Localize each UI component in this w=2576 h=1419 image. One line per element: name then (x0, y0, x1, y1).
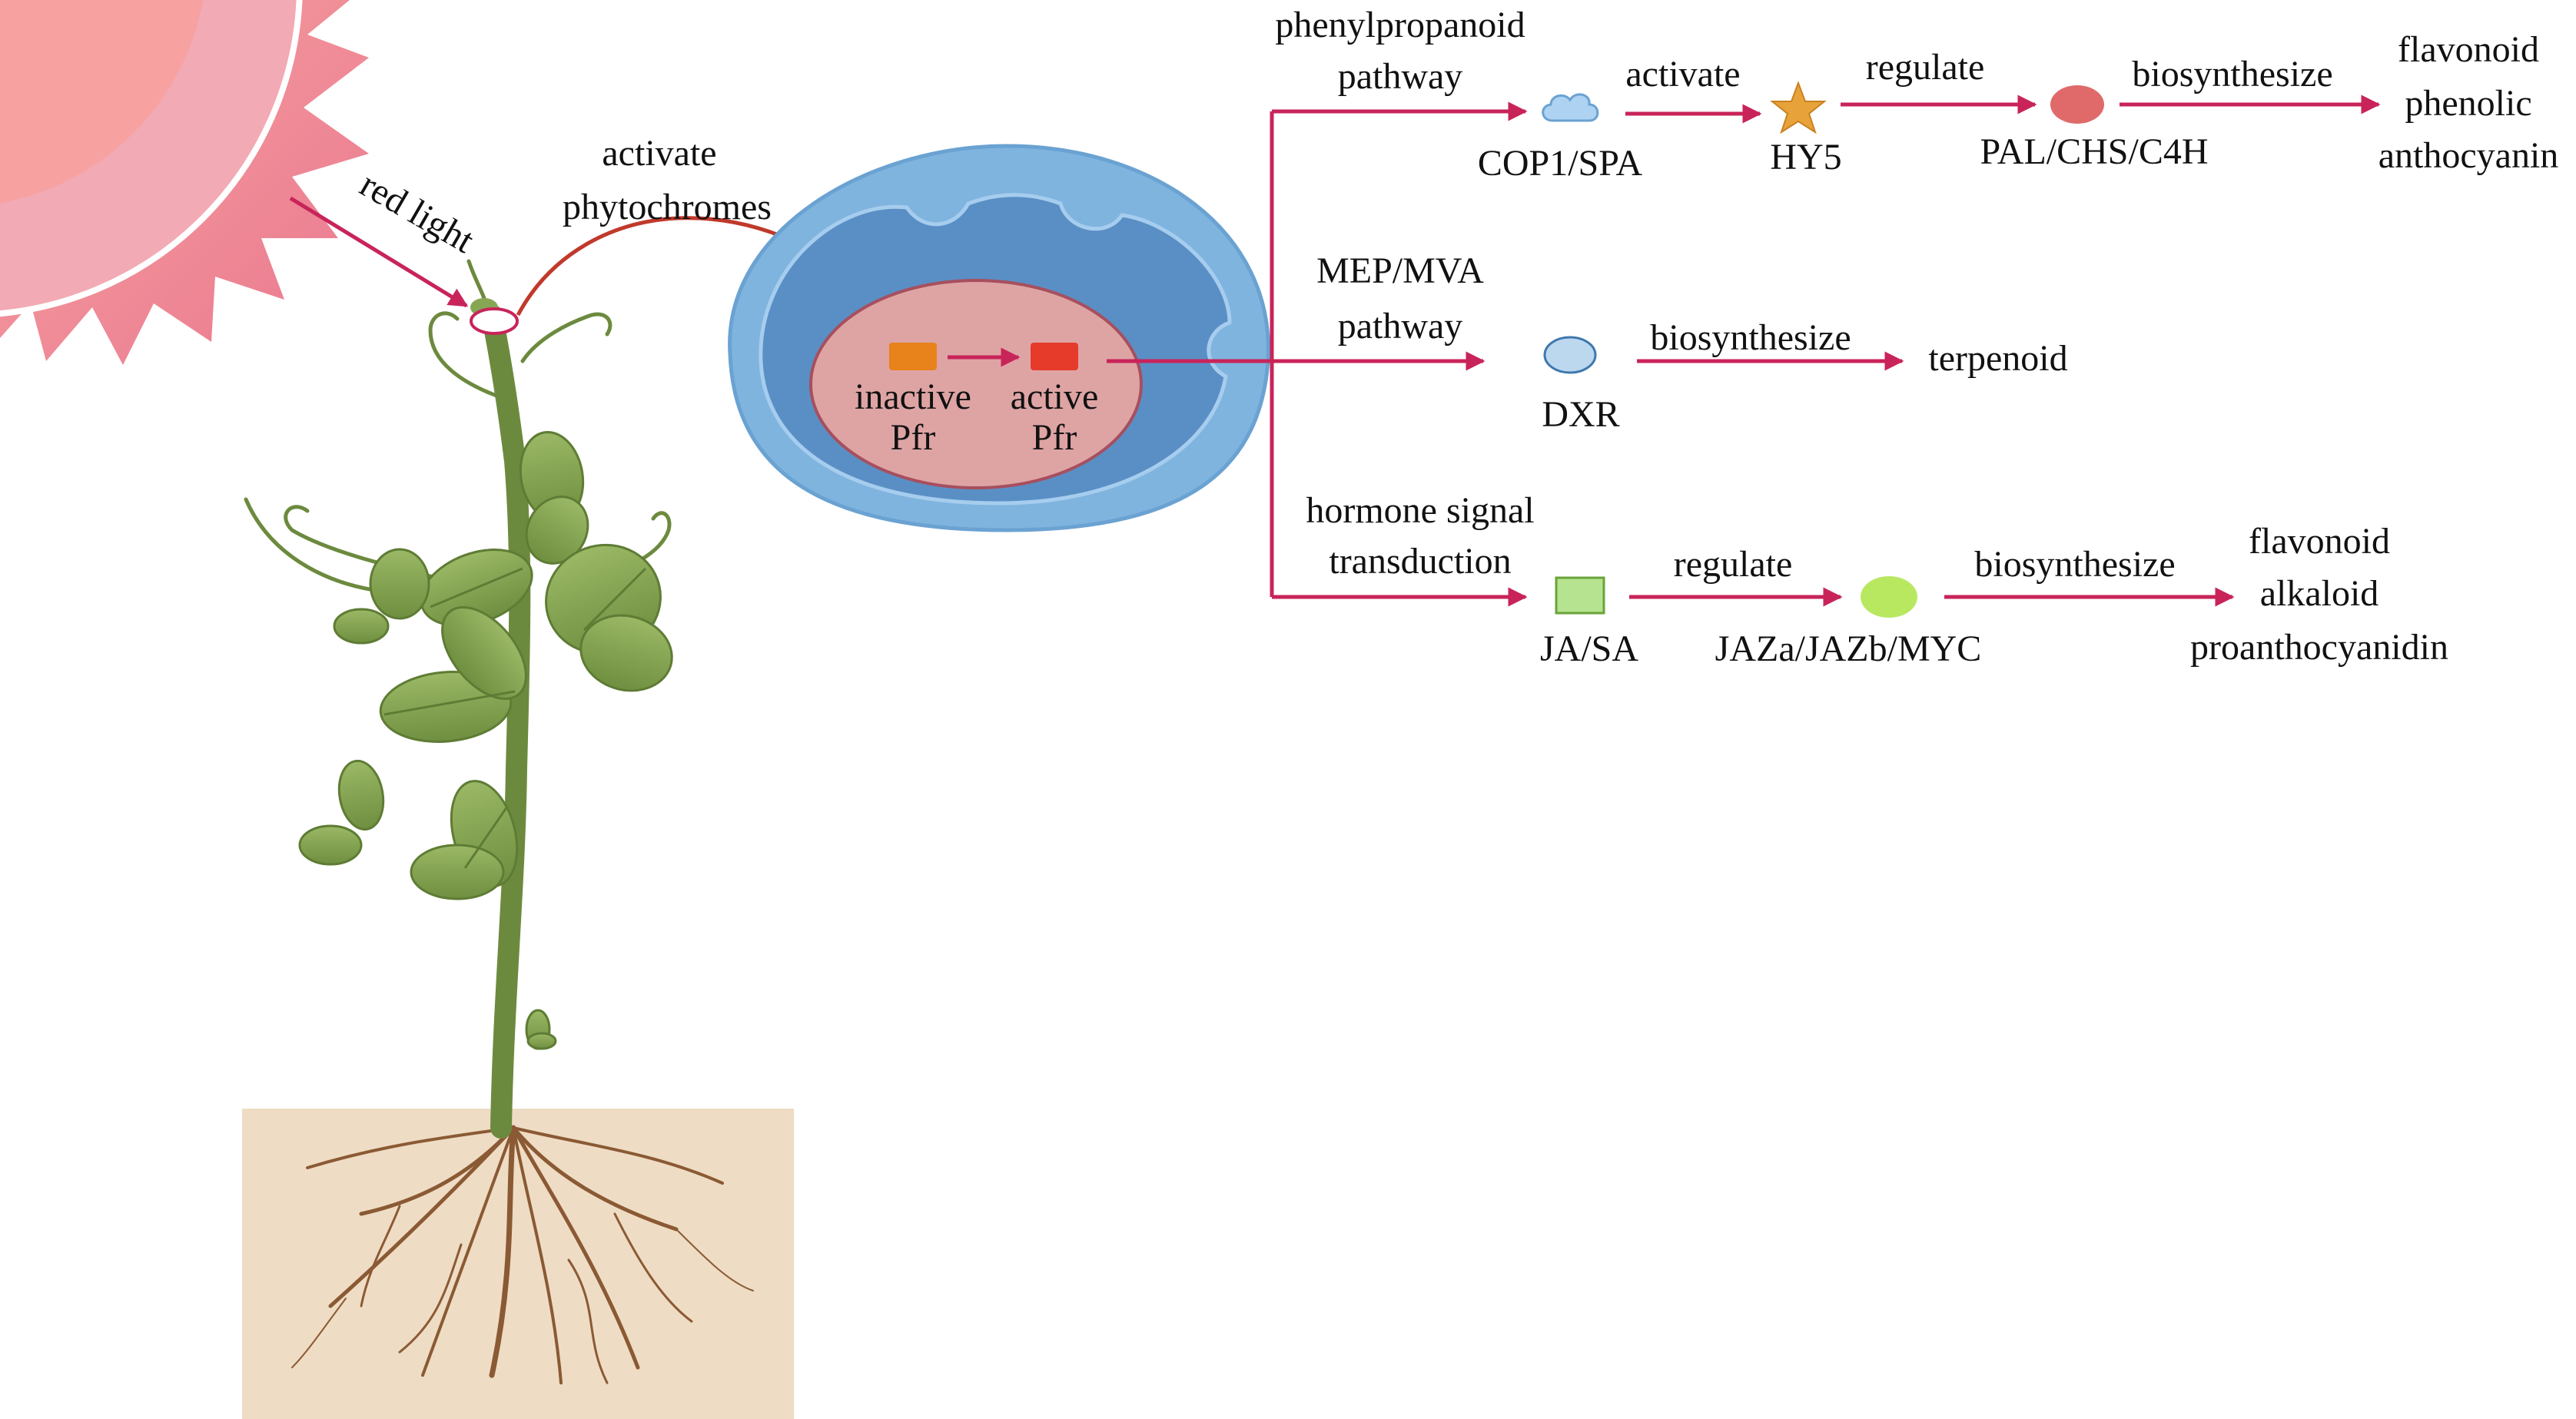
phenylpropanoid-pathway: phenylpropanoid pathway COP1/SPA activat… (1275, 5, 2558, 184)
roots (291, 1125, 754, 1384)
phenylpropanoid-title-line2: pathway (1338, 56, 1463, 97)
red-light-arrow (289, 196, 469, 308)
product-terpenoid: terpenoid (1928, 338, 2067, 379)
jaz-myc-icon (1861, 576, 1917, 618)
dxr-icon (1543, 336, 1597, 374)
active-label: active (1011, 376, 1099, 417)
product-proanthocyanidin: proanthocyanidin (2190, 627, 2448, 668)
pal-chs-c4h-label: PAL/CHS/C4H (1980, 131, 2209, 172)
mep-mva-pathway: MEP/MVA pathway DXR biosynthesize terpen… (1316, 250, 2068, 435)
hy5-label: HY5 (1770, 137, 1841, 177)
nucleus (809, 279, 1143, 489)
product-alkaloid: alkaloid (2260, 573, 2379, 614)
pal-chs-c4h-icon (2050, 85, 2104, 124)
inactive-label: inactive (855, 376, 971, 417)
cell: inactive Pfr active Pfr (728, 144, 1270, 532)
sun (0, 0, 369, 365)
pathway-branch-connector (1107, 101, 1528, 607)
inactive-pfr-box (889, 343, 937, 370)
hormone-pathway: hormone signal transduction JA/SA regula… (1306, 490, 2448, 669)
jaz-myc-label: JAZa/JAZb/MYC (1715, 628, 1982, 669)
product-flavonoid-1: flavonoid (2398, 29, 2539, 70)
cop1-spa-cloud-icon (1542, 93, 1599, 122)
sun-core (0, 0, 204, 204)
ja-sa-icon (1555, 576, 1605, 615)
active-pfr-label: Pfr (1032, 417, 1077, 458)
biosynthesize-edge-label-3: biosynthesize (1974, 544, 2175, 585)
phytochromes-label: phytochromes (563, 187, 772, 227)
regulate-edge-label-2: regulate (1674, 544, 1793, 585)
product-anthocyanin: anthocyanin (2378, 135, 2559, 176)
plant (244, 259, 673, 1139)
product-phenolic: phenolic (2405, 83, 2531, 124)
inactive-pfr-label: Pfr (891, 417, 936, 458)
regulate-edge-label: regulate (1866, 47, 1985, 88)
dxr-label: DXR (1542, 394, 1619, 435)
hormone-title-line1: hormone signal (1306, 490, 1534, 531)
activate-edge-label: activate (1625, 54, 1740, 94)
hormone-title-line2: transduction (1329, 541, 1511, 582)
mep-mva-title-line1: MEP/MVA (1316, 250, 1484, 291)
phenylpropanoid-title-line1: phenylpropanoid (1275, 5, 1525, 45)
cop1-spa-label: COP1/SPA (1478, 143, 1643, 184)
activate-label: activate (602, 133, 716, 174)
ja-sa-label: JA/SA (1540, 628, 1638, 669)
mep-mva-title-line2: pathway (1338, 306, 1463, 346)
hy5-star-icon (1770, 81, 1827, 134)
light-spot (470, 307, 519, 335)
active-pfr-box (1031, 343, 1078, 370)
product-flavonoid-2: flavonoid (2249, 521, 2390, 562)
biosynthesize-edge-label-1: biosynthesize (2132, 54, 2332, 94)
biosynthesize-edge-label-2: biosynthesize (1650, 317, 1851, 358)
